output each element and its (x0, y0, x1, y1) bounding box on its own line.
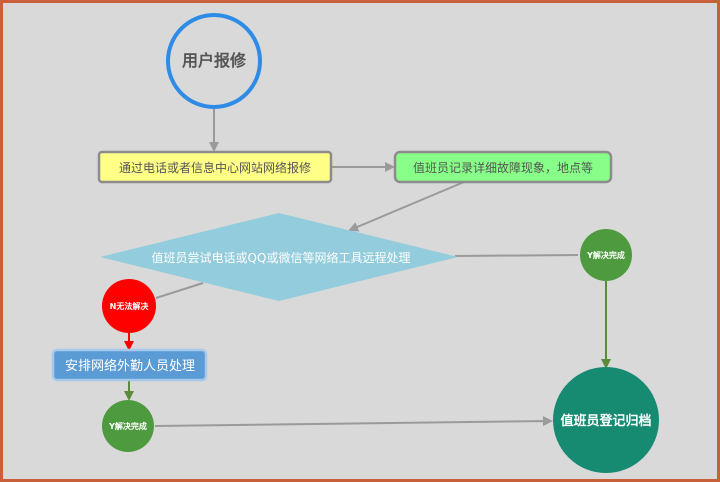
start-label: 用户报修 (182, 51, 247, 70)
archive-node: 值班员登记归档 (553, 367, 659, 473)
arrow-resolved-left-to-archive (154, 416, 553, 427)
resolved-left-node: Y解决完成 (102, 400, 154, 452)
report-node: 通过电话或者信息中心网站网络报修 (97, 150, 333, 184)
record-node: 值班员记录详细故障现象，地点等 (393, 150, 613, 184)
dispatch-label: 安排网络外勤人员处理 (65, 358, 195, 374)
remote-decision-node: 值班员尝试电话或QQ或微信等网络工具远程处理 (100, 213, 458, 301)
arrow-record-to-remote (348, 181, 465, 232)
unresolved-label: N无法解决 (110, 301, 150, 311)
line-remote-to-resolved-right (454, 254, 579, 257)
resolved-right-label: Y解决完成 (586, 250, 625, 260)
record-label: 值班员记录详细故障现象，地点等 (413, 160, 593, 175)
unresolved-node: N无法解决 (102, 279, 156, 333)
line-remote-to-unresolved (155, 282, 204, 299)
start-node: 用户报修 (166, 13, 262, 109)
report-label: 通过电话或者信息中心网站网络报修 (119, 160, 311, 175)
resolved-left-label: Y解决完成 (108, 421, 147, 431)
remote-label: 值班员尝试电话或QQ或微信等网络工具远程处理 (152, 250, 411, 265)
archive-label: 值班员登记归档 (560, 413, 651, 429)
resolved-right-node: Y解决完成 (580, 229, 632, 281)
dispatch-node: 安排网络外勤人员处理 (51, 348, 208, 382)
